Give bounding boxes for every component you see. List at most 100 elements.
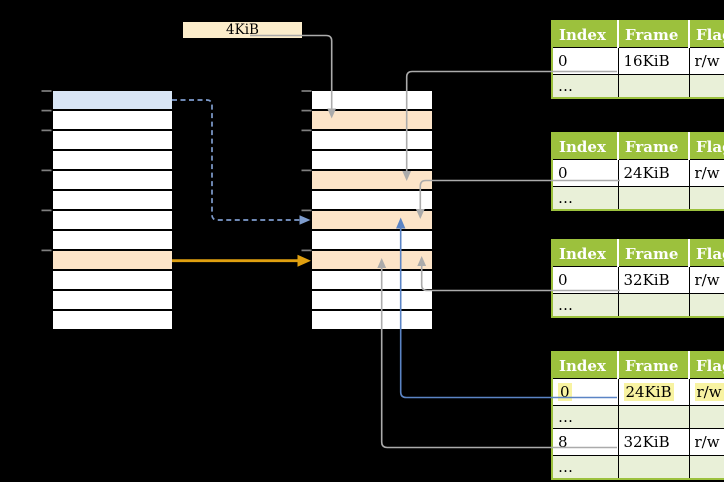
- memory-cell-peach: [53, 251, 172, 269]
- table-cell: …: [551, 455, 619, 480]
- memory-cell-white: [312, 91, 432, 109]
- memory-cell-white: [312, 311, 432, 329]
- table-cell: …: [551, 405, 619, 429]
- page-table-32kib: IndexFrameFlags032KiBr/w…: [551, 239, 724, 318]
- column-header-index: Index: [552, 240, 618, 267]
- memory-cell-white: [53, 191, 172, 209]
- memory-cell-white: [53, 311, 172, 329]
- memory-cell-white: [312, 131, 432, 149]
- memory-cell-white: [53, 271, 172, 289]
- memory-cell-white: [312, 231, 432, 249]
- memory-cell-white: [53, 291, 172, 309]
- column-header-frame: Frame: [617, 240, 689, 267]
- column-header-frame: Frame: [617, 352, 689, 379]
- memory-cell-white: [53, 231, 172, 249]
- ellipsis-row: …: [551, 455, 724, 480]
- entry-row: 0 24KiB r/w: [551, 378, 724, 406]
- table-cell: [688, 405, 724, 429]
- highlighted-value: r/w: [694, 383, 724, 401]
- highlighted-value: 0: [558, 383, 572, 401]
- table-cell: [617, 186, 690, 211]
- memory-cell-white: [312, 151, 432, 169]
- memory-cell-white: [312, 271, 432, 289]
- page-table-grid: IndexFrameFlags016KiBr/w…: [551, 20, 724, 99]
- column-header-index: Index: [552, 133, 618, 160]
- virtual-memory-column: [53, 91, 172, 331]
- column-header-frame: Frame: [617, 21, 689, 48]
- column-header-index: Index: [552, 21, 618, 48]
- table-cell: 0: [551, 266, 619, 294]
- table-cell: …: [551, 186, 619, 211]
- left-column-ticks: [41, 90, 52, 252]
- table-cell: [688, 455, 724, 480]
- table-cell: r/w: [688, 47, 724, 75]
- memory-cell-peach: [312, 171, 432, 189]
- page-table-multi-entry: IndexFrameFlags024KiBr/w…832KiBr/w…: [551, 351, 724, 480]
- column-header-frame: Frame: [617, 133, 689, 160]
- table-cell: 32KiB: [617, 428, 690, 456]
- memory-cell-peach: [312, 111, 432, 129]
- column-header-flags: Flags: [688, 21, 724, 48]
- page-table-grid: IndexFrameFlags024KiBr/w…: [551, 132, 724, 211]
- ellipsis-row: …: [551, 405, 724, 429]
- column-header-flags: Flags: [688, 240, 724, 267]
- memory-cell-white: [53, 171, 172, 189]
- highlighted-value: 24KiB: [623, 383, 674, 401]
- memory-cell-blue: [53, 91, 172, 109]
- table-cell: 0: [551, 159, 619, 187]
- page-table-grid: IndexFrameFlags024KiBr/w…832KiBr/w…: [551, 351, 724, 480]
- page-table-grid: IndexFrameFlags032KiBr/w…: [551, 239, 724, 318]
- table-cell: [688, 186, 724, 211]
- header-row: IndexFrameFlags: [552, 133, 724, 160]
- arrowhead-orange-right-icon: [297, 254, 311, 267]
- table-cell: 24KiB: [617, 159, 690, 187]
- table-cell: …: [551, 74, 619, 99]
- table-cell: r/w: [688, 428, 724, 456]
- header-row: IndexFrameFlags: [552, 21, 724, 48]
- memory-cell-peach: [312, 211, 432, 229]
- physical-memory-column: [312, 91, 432, 331]
- arrowhead-virtual-page-right-icon: [299, 215, 311, 225]
- memory-cell-white: [53, 151, 172, 169]
- page-table-16kib: IndexFrameFlags016KiBr/w…: [551, 20, 724, 99]
- ellipsis-row: …: [551, 74, 724, 99]
- memory-cell-white: [312, 191, 432, 209]
- ellipsis-row: …: [551, 293, 724, 318]
- page-size-label: 4KiB: [226, 22, 259, 38]
- arrow-virtual-page-dashed: [172, 99, 300, 221]
- table-cell: [688, 74, 724, 99]
- table-cell: [617, 455, 690, 480]
- table-cell: [617, 74, 690, 99]
- table-cell: 32KiB: [617, 266, 690, 294]
- table-cell: …: [551, 293, 619, 318]
- header-row: IndexFrameFlags: [552, 240, 724, 267]
- table-cell: 0: [551, 47, 619, 75]
- table-cell: r/w: [688, 378, 724, 406]
- table-cell: [617, 405, 690, 429]
- table-cell: 16KiB: [617, 47, 690, 75]
- memory-cell-white: [312, 291, 432, 309]
- memory-cell-white: [53, 131, 172, 149]
- memory-cell-white: [53, 211, 172, 229]
- header-row: IndexFrameFlags: [552, 352, 724, 379]
- table-cell: 8: [551, 428, 619, 456]
- table-cell: [688, 293, 724, 318]
- table-cell: 24KiB: [617, 378, 690, 406]
- ellipsis-row: …: [551, 186, 724, 211]
- memory-cell-peach: [312, 251, 432, 269]
- column-header-flags: Flags: [688, 133, 724, 160]
- page-table-24kib: IndexFrameFlags024KiBr/w…: [551, 132, 724, 211]
- column-header-flags: Flags: [688, 352, 724, 379]
- middle-column-ticks: [301, 90, 312, 252]
- table-cell: r/w: [688, 159, 724, 187]
- table-cell: 0: [551, 378, 619, 406]
- table-cell: r/w: [688, 266, 724, 294]
- memory-cell-white: [53, 111, 172, 129]
- column-header-index: Index: [552, 352, 618, 379]
- page-size-box: 4KiB: [183, 22, 302, 38]
